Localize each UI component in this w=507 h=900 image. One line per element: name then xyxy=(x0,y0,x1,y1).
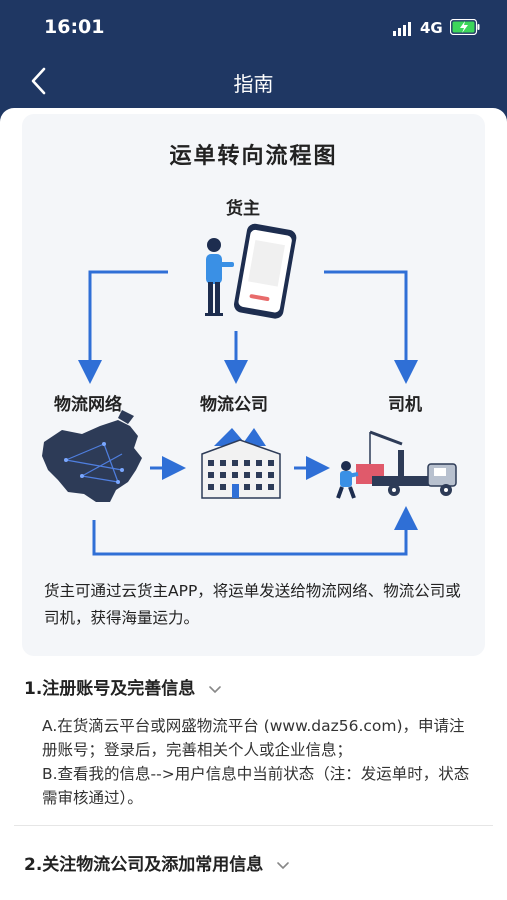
driver-label: 司机 xyxy=(388,395,422,415)
list-item: A.在货滴云平台或网盛物流平台 (www.daz56.com)，申请注册账号；登… xyxy=(42,717,465,759)
logistics-network-label: 物流网络 xyxy=(54,395,122,415)
signal-icon xyxy=(393,22,411,36)
flowchart-card: 运单转向流程图 货主 物流网络 物流公司 司机 xyxy=(22,114,485,656)
battery-charging-icon xyxy=(450,19,480,35)
network-type: 4G xyxy=(420,19,443,37)
china-map-illustration xyxy=(42,410,142,502)
content-sheet: 运单转向流程图 货主 物流网络 物流公司 司机 xyxy=(0,108,507,900)
section-follow-companies[interactable]: 2.关注物流公司及添加常用信息 xyxy=(24,850,290,875)
flowchart-title: 运单转向流程图 xyxy=(169,144,338,169)
page-title: 指南 xyxy=(233,72,274,96)
status-bar: 16:01 4G xyxy=(0,0,507,56)
nav-bar: 指南 xyxy=(0,56,507,108)
logistics-company-label: 物流公司 xyxy=(200,395,268,415)
chevron-down-icon[interactable] xyxy=(208,685,222,695)
truck-illustration xyxy=(336,430,457,499)
section-heading: 2.关注物流公司及添加常用信息 xyxy=(24,855,264,875)
list-item: B.查看我的信息-->用户信息中当前状态（注：发运单时，状态需审核通过）。 xyxy=(42,765,470,807)
shipper-illustration xyxy=(205,223,297,319)
back-chevron-icon[interactable] xyxy=(28,66,52,96)
flowchart-description: 货主可通过云货主APP，将运单发送给物流网络、物流公司或司机，获得海量运力。 xyxy=(44,582,461,627)
section-heading: 1.注册账号及完善信息 xyxy=(24,679,196,699)
shipper-label: 货主 xyxy=(226,199,260,219)
status-time: 16:01 xyxy=(44,16,105,38)
building-illustration xyxy=(201,428,281,499)
chevron-down-icon[interactable] xyxy=(276,861,290,871)
divider xyxy=(14,825,493,826)
flow-diagram xyxy=(42,223,457,556)
section-register[interactable]: 1.注册账号及完善信息 xyxy=(24,674,222,699)
